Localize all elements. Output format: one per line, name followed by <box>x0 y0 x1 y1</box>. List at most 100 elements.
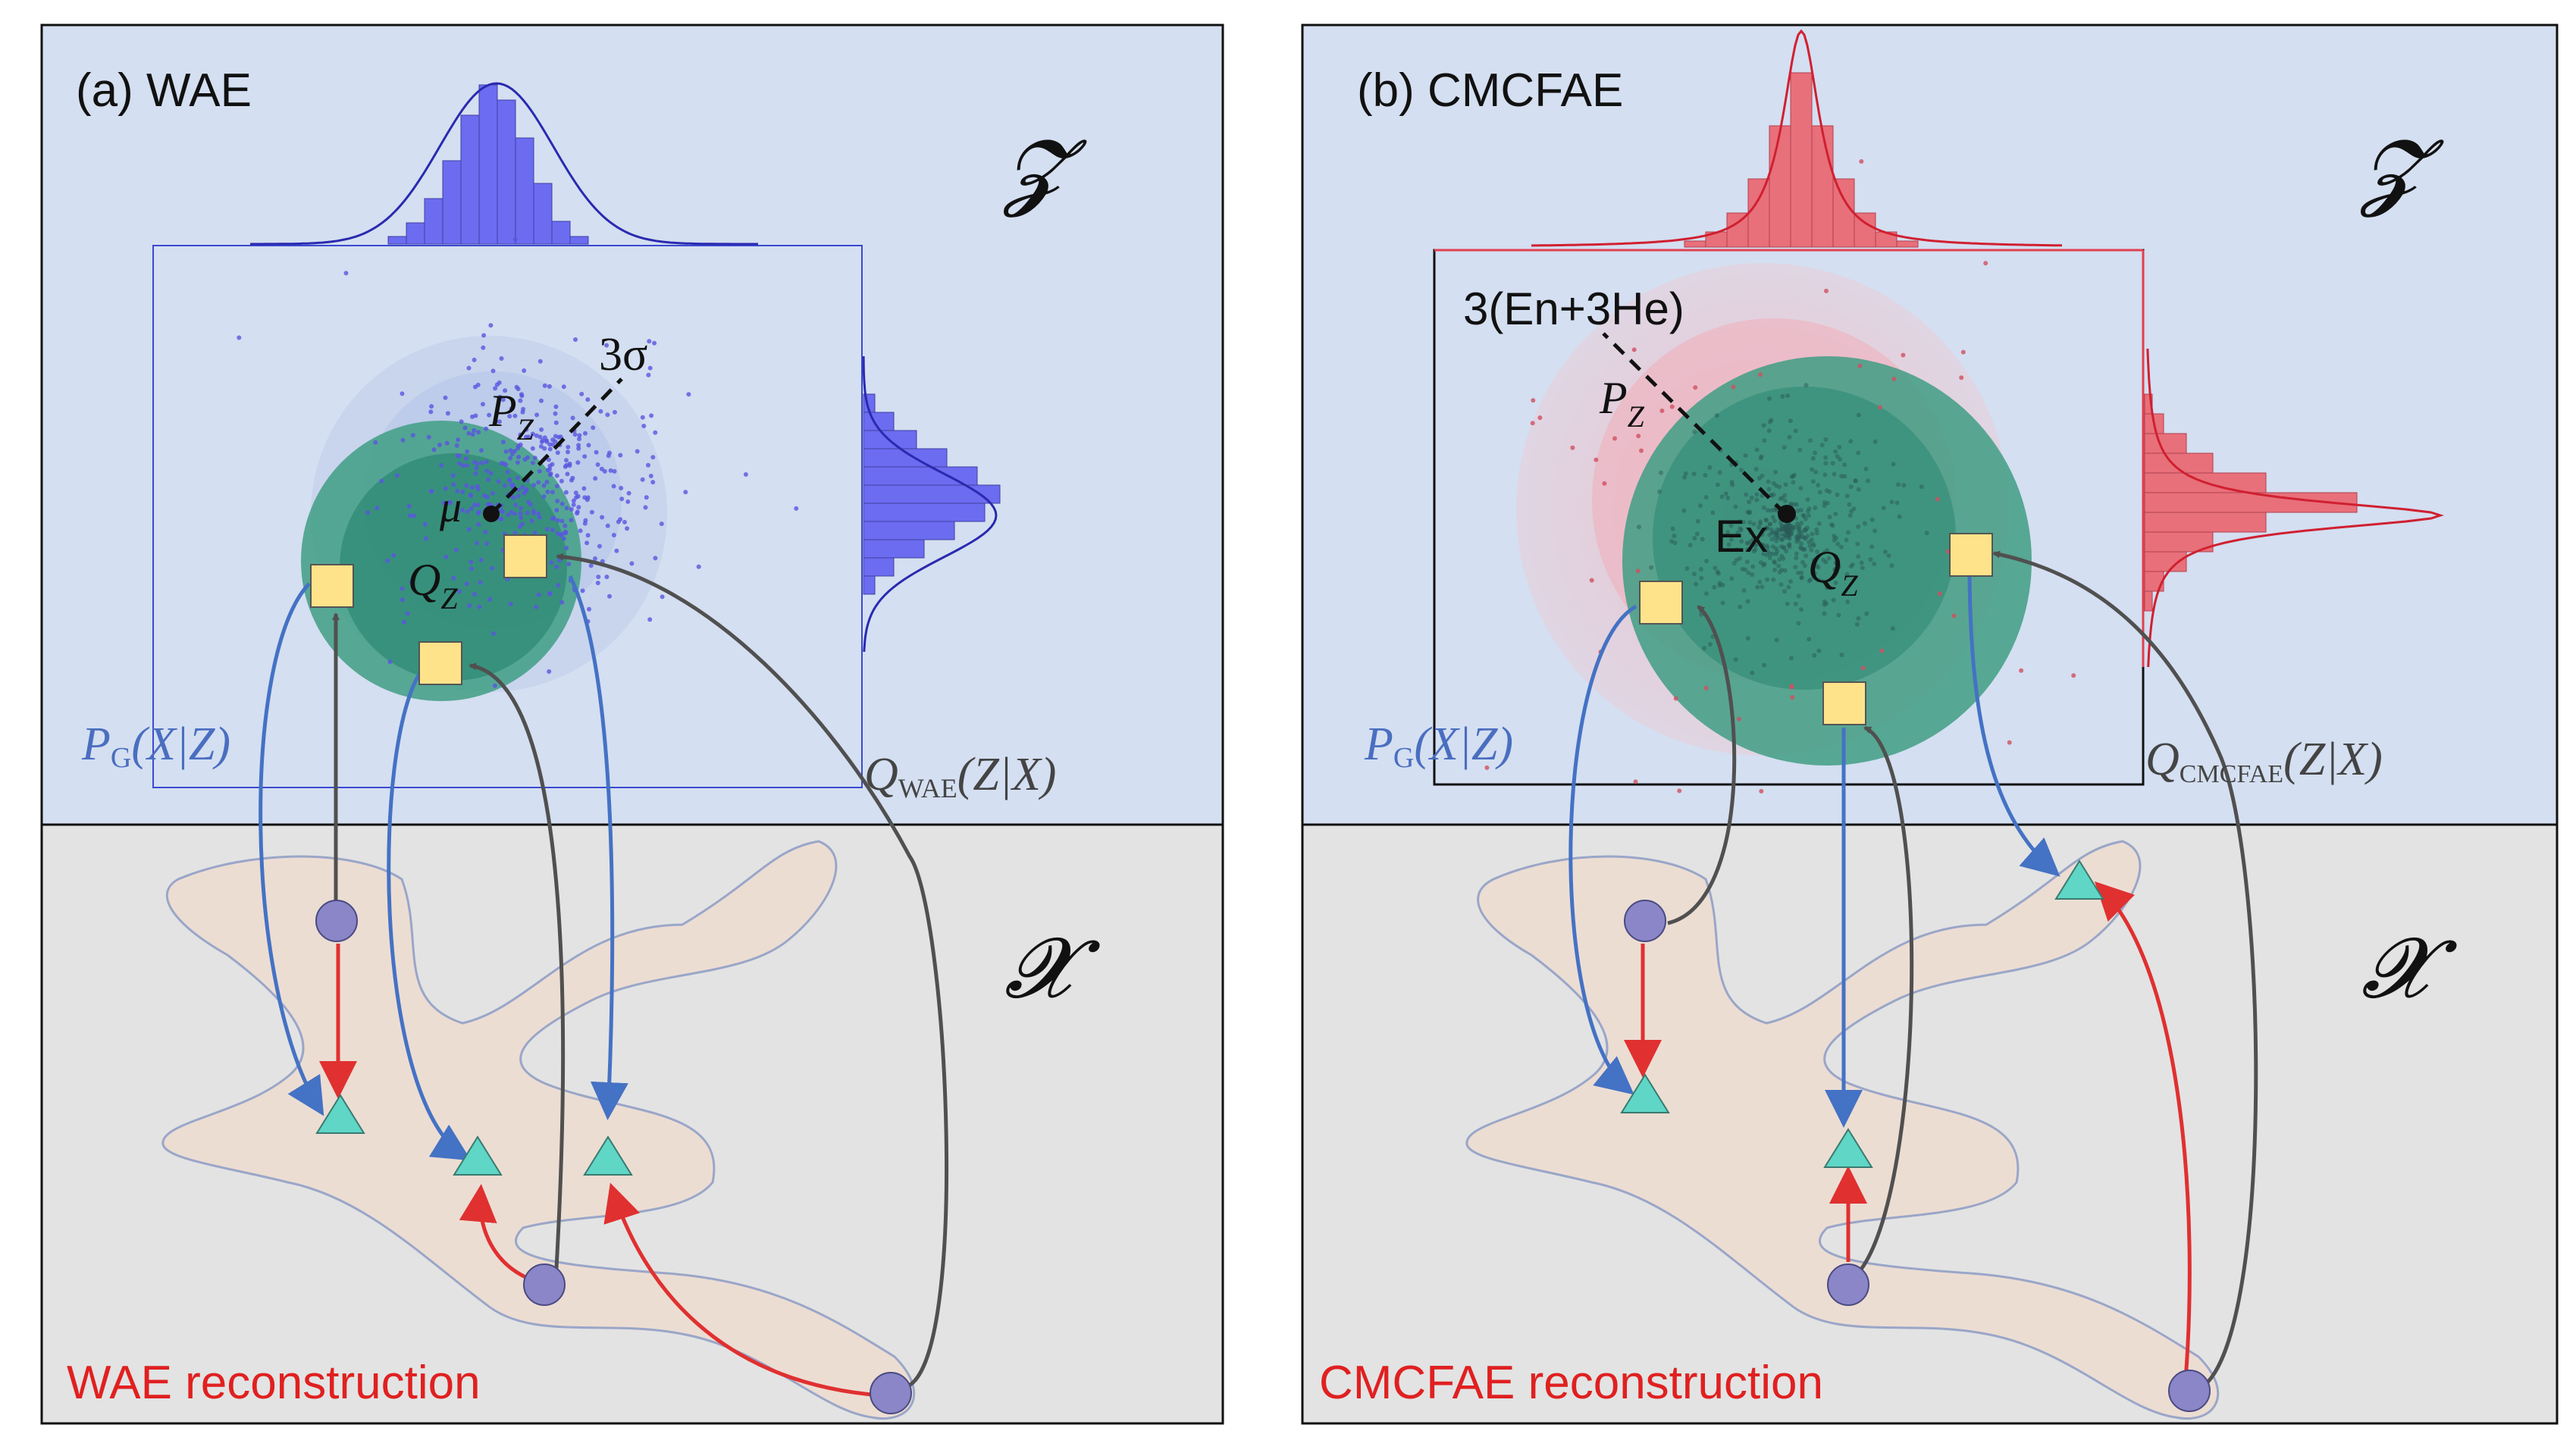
sample-dot <box>475 382 481 387</box>
encoder-arrow <box>1848 725 1914 1283</box>
sample-dot <box>550 437 556 443</box>
sample-dot <box>646 462 650 468</box>
sample-dot <box>1717 470 1722 475</box>
sample-dot <box>1757 525 1762 530</box>
sample-dot <box>488 471 494 476</box>
sample-dot <box>626 490 631 496</box>
histogram-bar <box>863 521 955 540</box>
sample-dot <box>635 449 640 454</box>
sample-dot <box>1810 456 1816 461</box>
sample-dot <box>476 430 481 435</box>
sample-dot <box>509 452 515 456</box>
sample-dot <box>555 499 560 503</box>
sample-dot <box>518 432 523 437</box>
histogram-bar <box>442 160 462 245</box>
sample-dot <box>1694 531 1700 537</box>
histogram-bar <box>1811 125 1834 248</box>
sample-dot <box>1683 471 1688 476</box>
sample-dot <box>1848 484 1854 490</box>
sample-dot <box>569 478 574 483</box>
sample-dot <box>1794 535 1799 540</box>
reconstructed-point <box>2054 860 2104 900</box>
sample-dot <box>1769 537 1775 542</box>
sample-dot <box>470 485 475 490</box>
sample-dot <box>618 452 623 458</box>
sample-dot <box>582 454 588 459</box>
sample-dot <box>1786 543 1791 548</box>
sample-dot <box>1872 528 1878 534</box>
density-curve <box>1531 29 2062 247</box>
sample-dot <box>484 541 490 546</box>
sample-dot <box>1762 662 1767 668</box>
sample-dot <box>1882 550 1888 554</box>
sample-dot <box>494 382 500 387</box>
sample-dot <box>1796 621 1801 626</box>
sample-dot <box>1849 509 1854 514</box>
sample-dot <box>1692 429 1697 434</box>
sample-dot <box>541 494 547 499</box>
sample-dot <box>1960 349 1966 355</box>
sample-dot <box>472 357 477 362</box>
sample-dot <box>475 503 481 508</box>
sample-dot <box>1817 490 1822 495</box>
sample-dot <box>525 455 530 460</box>
sample-dot <box>1793 565 1798 570</box>
sample-dot <box>538 444 544 449</box>
sample-dot <box>558 434 563 440</box>
sample-dot <box>1764 543 1769 549</box>
sample-dot <box>1835 541 1841 546</box>
sample-dot <box>1594 457 1599 462</box>
sample-dot <box>648 474 653 478</box>
sample-dot <box>1713 565 1718 571</box>
sample-dot <box>479 448 484 453</box>
sample-dot <box>1738 604 1743 609</box>
sample-dot <box>534 433 539 438</box>
sample-dot <box>1691 471 1697 477</box>
sample-dot <box>481 333 487 338</box>
sample-dot <box>1716 571 1721 576</box>
sample-dot <box>400 437 406 443</box>
sample-dot <box>1744 547 1750 553</box>
sample-dot <box>1728 523 1734 528</box>
sample-dot <box>571 498 576 503</box>
sample-dot <box>604 575 610 580</box>
sample-dot <box>1530 421 1535 426</box>
sample-dot <box>460 508 465 512</box>
sample-dot <box>466 527 472 532</box>
sample-dot <box>445 411 450 416</box>
sample-dot <box>1806 513 1811 518</box>
ex-label: Ex <box>1715 511 1768 562</box>
sample-dot <box>578 528 583 534</box>
sample-dot <box>546 457 551 462</box>
sample-dot <box>1860 665 1866 671</box>
panel-border <box>40 23 1224 1425</box>
sample-dot <box>653 556 658 561</box>
sample-dot <box>1919 484 1924 490</box>
sample-dot <box>408 513 412 518</box>
histogram-bar <box>387 236 407 245</box>
sample-dot <box>1983 261 1988 266</box>
sample-dot <box>1796 570 1800 575</box>
sample-dot <box>1856 554 1861 559</box>
sample-dot <box>556 583 561 588</box>
sample-dot <box>547 591 552 596</box>
sample-dot <box>566 444 571 449</box>
sample-dot <box>491 631 496 636</box>
sample-dot <box>1739 468 1744 473</box>
sample-dot <box>514 384 519 390</box>
sample-dot <box>1791 474 1796 479</box>
sample-dot <box>1773 546 1778 551</box>
sample-dot <box>487 596 492 602</box>
sample-dot <box>1816 578 1821 583</box>
sample-dot <box>536 480 541 485</box>
histogram-bar <box>863 557 895 577</box>
sample-dot <box>1809 547 1814 553</box>
sample-dot <box>1798 545 1804 550</box>
sample-dot <box>647 339 652 344</box>
sample-dot <box>1759 788 1764 794</box>
sample-dot <box>1844 571 1850 577</box>
sample-dot <box>1796 527 1801 532</box>
decoder-arrow <box>259 582 324 1116</box>
sample-dot <box>1824 585 1829 590</box>
sample-dot <box>584 540 590 546</box>
